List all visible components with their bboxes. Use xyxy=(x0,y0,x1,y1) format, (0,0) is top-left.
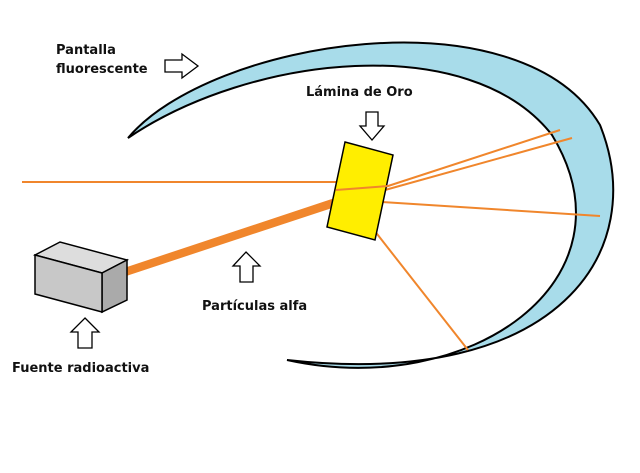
label-screen-line2: fluorescente xyxy=(56,62,148,77)
label-radioactive-source: Fuente radioactiva xyxy=(12,361,150,376)
alpha-ray-through-foil xyxy=(335,185,389,191)
arrow-down-icon xyxy=(358,111,386,141)
alpha-ray-out-4 xyxy=(369,224,469,351)
alpha-ray-out-2 xyxy=(384,137,573,191)
alpha-beam xyxy=(124,192,354,275)
label-gold-foil: Lámina de Oro xyxy=(306,85,413,100)
alpha-ray-lower xyxy=(125,200,351,276)
arrow-up-icon xyxy=(231,251,262,283)
arrow-right-icon xyxy=(164,52,200,80)
gold-foil xyxy=(326,141,394,241)
label-alpha-particles: Partículas alfa xyxy=(202,299,308,314)
label-screen-line1: Pantalla xyxy=(56,43,116,58)
alpha-ray-out-1 xyxy=(384,129,561,188)
radioactive-source xyxy=(32,241,130,314)
arrow-up-icon xyxy=(69,317,101,349)
fluorescent-screen xyxy=(127,41,615,369)
alpha-ray-out-3 xyxy=(381,201,601,217)
